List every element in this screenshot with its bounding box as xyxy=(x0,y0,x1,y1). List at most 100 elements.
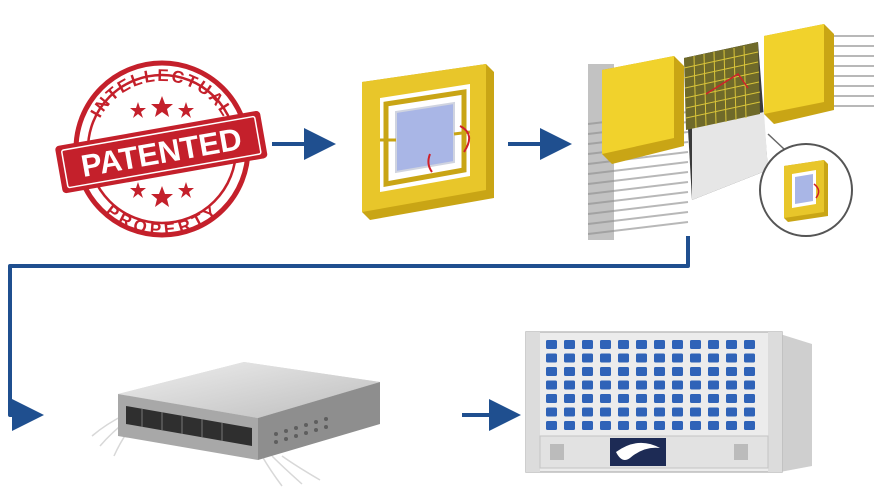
fiber-port xyxy=(672,380,683,390)
fiber-port xyxy=(564,421,575,430)
fiber-port xyxy=(600,394,611,403)
fiber-port xyxy=(744,407,755,417)
fiber-port xyxy=(690,367,701,376)
fiber-port xyxy=(618,421,629,430)
fiber-port xyxy=(690,353,701,363)
fiber-port xyxy=(600,380,611,390)
fiber-port xyxy=(708,394,719,403)
fiber-port xyxy=(564,353,575,363)
rack-chassis-icon xyxy=(525,331,812,473)
fiber-port xyxy=(564,380,575,390)
fiber-port xyxy=(564,367,575,376)
fiber-port xyxy=(546,394,557,403)
fiber-port xyxy=(618,394,629,403)
fiber-port xyxy=(672,407,683,417)
fiber-port xyxy=(582,353,593,363)
fiber-port xyxy=(654,353,665,363)
fiber-port xyxy=(708,340,719,349)
fiber-port xyxy=(636,407,647,417)
fiber-port xyxy=(726,394,737,403)
fiber-port xyxy=(582,380,593,390)
fiber-port xyxy=(708,367,719,376)
fiber-port xyxy=(708,380,719,390)
fiber-port xyxy=(690,394,701,403)
fiber-port xyxy=(564,407,575,417)
fiber-port xyxy=(564,340,575,349)
fiber-port xyxy=(654,380,665,390)
patent-stamp-icon: INTELLECTUAL PROPERTY PATENTED xyxy=(55,60,268,238)
fiber-port xyxy=(636,367,647,376)
fiber-port xyxy=(600,353,611,363)
fiber-port xyxy=(744,394,755,403)
fiber-port xyxy=(654,407,665,417)
mems-mirror-icon xyxy=(362,64,494,220)
fiber-port xyxy=(636,340,647,349)
fiber-port xyxy=(744,367,755,376)
fiber-port xyxy=(618,367,629,376)
fiber-port xyxy=(708,421,719,430)
fiber-port xyxy=(546,407,557,417)
fiber-port xyxy=(672,421,683,430)
optical-switch-unit xyxy=(86,352,384,492)
fiber-port xyxy=(654,340,665,349)
fiber-port xyxy=(546,421,557,430)
fiber-port xyxy=(744,380,755,390)
fiber-port xyxy=(600,407,611,417)
rack-chassis xyxy=(522,326,818,474)
fiber-port xyxy=(582,340,593,349)
fiber-port xyxy=(690,421,701,430)
fiber-port xyxy=(726,340,737,349)
fiber-port xyxy=(726,407,737,417)
fiber-port xyxy=(636,380,647,390)
fiber-port xyxy=(726,353,737,363)
fiber-port xyxy=(618,380,629,390)
fiber-port xyxy=(600,340,611,349)
fiber-port xyxy=(654,421,665,430)
fiber-port xyxy=(636,421,647,430)
fiber-port xyxy=(582,367,593,376)
fiber-port xyxy=(708,353,719,363)
fiber-port xyxy=(546,353,557,363)
fiber-port xyxy=(582,394,593,403)
fiber-port xyxy=(636,394,647,403)
logo-swirl-icon xyxy=(616,442,660,460)
fiber-port xyxy=(582,421,593,430)
mems-mirror xyxy=(352,58,500,226)
fiber-port xyxy=(690,407,701,417)
fiber-port xyxy=(636,353,647,363)
fiber-port xyxy=(654,394,665,403)
mirror-array xyxy=(588,14,874,242)
fiber-port xyxy=(744,421,755,430)
fiber-port xyxy=(744,353,755,363)
fiber-port xyxy=(726,380,737,390)
fiber-port xyxy=(546,380,557,390)
mirror-array-icon xyxy=(588,24,874,240)
fiber-port xyxy=(672,394,683,403)
fiber-port xyxy=(618,407,629,417)
stamp-banner: PATENTED xyxy=(55,110,268,194)
fiber-port xyxy=(708,407,719,417)
optical-switch-unit-icon xyxy=(91,362,380,487)
patent-stamp: INTELLECTUAL PROPERTY PATENTED xyxy=(52,56,274,238)
fiber-port xyxy=(582,407,593,417)
fiber-port xyxy=(726,421,737,430)
connector-arrow-icon xyxy=(8,236,690,431)
fiber-port xyxy=(726,367,737,376)
fiber-port xyxy=(690,340,701,349)
fiber-port xyxy=(600,367,611,376)
fiber-port xyxy=(690,380,701,390)
star-icon xyxy=(130,96,194,207)
fiber-port xyxy=(672,367,683,376)
fiber-port xyxy=(546,367,557,376)
fiber-port xyxy=(672,340,683,349)
fiber-port xyxy=(618,353,629,363)
fiber-port xyxy=(600,421,611,430)
fiber-port xyxy=(546,340,557,349)
fiber-port xyxy=(564,394,575,403)
fiber-port xyxy=(618,340,629,349)
fiber-port xyxy=(672,353,683,363)
fiber-port xyxy=(744,340,755,349)
mems-inset-icon xyxy=(784,160,828,222)
port-grid xyxy=(546,340,755,430)
